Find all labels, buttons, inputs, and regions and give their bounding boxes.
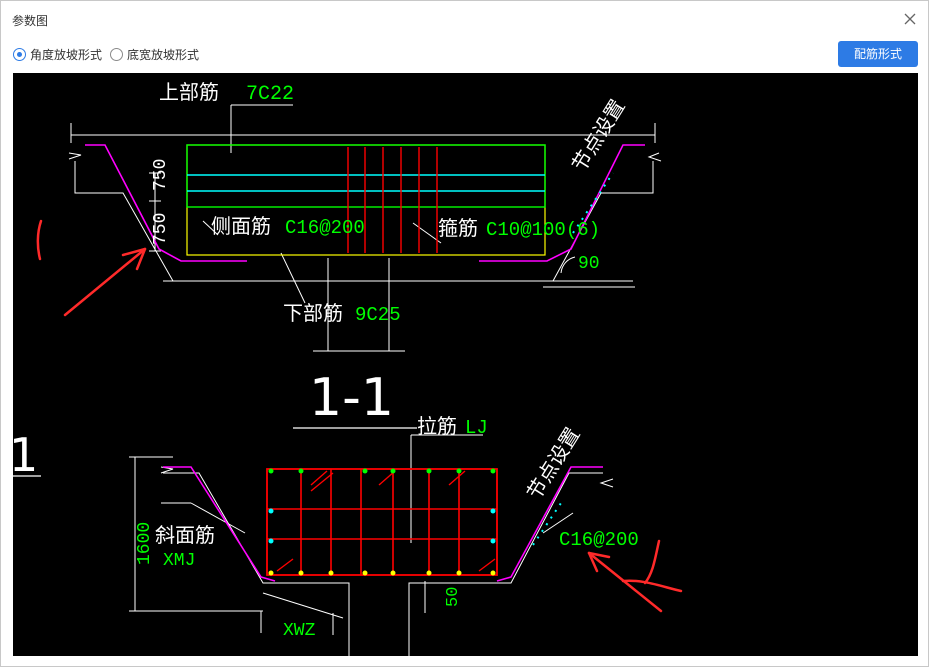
break-mark-br — [599, 478, 614, 488]
bottom-rebar-label: 下部筋 — [283, 301, 343, 325]
slope-rebar-left — [85, 144, 247, 262]
top-rebar-label: 上部筋 — [159, 80, 219, 104]
radio-angle-slope[interactable]: 角度放坡形式 — [13, 46, 102, 63]
rebar-dot — [362, 570, 368, 576]
cage-top-green — [186, 144, 546, 208]
xwz-dim-line — [262, 592, 344, 619]
rebar-dot — [456, 468, 462, 474]
slope-rebar-bottom-left — [163, 466, 276, 582]
rebar-dot — [362, 468, 368, 474]
annotation-stroke-left — [36, 219, 43, 261]
xwz-label: XWZ — [283, 621, 316, 641]
slope-spacing-value: C16@200 — [559, 529, 639, 551]
node-setting-label-bottom: 节点设置 — [522, 423, 585, 504]
hook-2 — [310, 472, 334, 492]
rebar-dot — [268, 468, 274, 474]
top-rebar-cage — [85, 144, 645, 288]
node-dots-bottom — [532, 502, 562, 546]
annotation-arrow-left-shaft — [63, 247, 147, 317]
rebar-dot — [426, 468, 432, 474]
leader-bottom-rebar — [280, 252, 306, 304]
rebar-dots — [268, 468, 496, 576]
bottom-labels: 拉筋 LJ 节点设置 1600 斜面筋 XMJ C16@200 XWZ 50 — [135, 414, 639, 641]
top-rebar-value: 7C22 — [246, 83, 294, 106]
break-mark-bl — [160, 466, 174, 474]
annotation-arrow-left-head — [121, 247, 147, 271]
slope-rebar-label: 斜面筋 — [155, 523, 215, 547]
annotation-marks — [36, 219, 683, 613]
hook-6 — [478, 558, 496, 572]
stirrup-label: 箍筋 — [438, 216, 478, 240]
close-icon-graphic — [904, 13, 916, 25]
rebar-dot — [426, 570, 432, 576]
angle-90-label: 90 — [578, 254, 600, 274]
slope-rebar-bottom-right — [496, 466, 603, 582]
close-icon[interactable] — [902, 11, 918, 27]
hook-5 — [276, 558, 294, 572]
bottom-cage-outer — [266, 468, 498, 576]
rebar-dot — [390, 570, 396, 576]
stirrup-value: C10@100(6) — [486, 219, 600, 241]
pit-outline-right — [408, 472, 603, 656]
rebar-dot — [268, 538, 274, 544]
top-labels: 上部筋 7C22 节点设置 750 750 侧面筋 C16@200 箍筋 C10… — [151, 80, 630, 326]
break-mark-left — [68, 152, 82, 160]
annotation-arrow-right-head — [587, 551, 611, 573]
rebar-dot — [490, 468, 496, 474]
rebar-dot — [390, 468, 396, 474]
dialog-title: 参数图 — [12, 14, 49, 28]
hook-4 — [448, 470, 466, 486]
bottom-section-structure — [129, 434, 614, 656]
cad-drawing: 上部筋 7C22 节点设置 750 750 侧面筋 C16@200 箍筋 C10… — [13, 80, 683, 656]
leader-side-rebar — [202, 220, 219, 236]
parameter-drawing-canvas: 上部筋 7C22 节点设置 750 750 侧面筋 C16@200 箍筋 C10… — [13, 73, 918, 656]
angle-arc — [560, 256, 576, 274]
rebar-dot — [456, 570, 462, 576]
rebar-dot — [268, 508, 274, 514]
rebar-dot — [298, 468, 304, 474]
bottom-rebar-value: 9C25 — [355, 304, 401, 326]
slope-rebar-right — [479, 144, 645, 262]
slope-rebar-value: XMJ — [163, 551, 195, 571]
rebar-dot — [298, 570, 304, 576]
leader-slope-spacing — [542, 512, 574, 534]
rebar-form-button[interactable]: 配筋形式 — [838, 41, 918, 67]
side-rebar-value: C16@200 — [285, 217, 365, 239]
top-section-structure — [68, 104, 662, 352]
tie-bar-value: LJ — [465, 417, 488, 439]
radio-button-unchecked[interactable] — [110, 47, 124, 61]
radio-width-slope[interactable]: 底宽放坡形式 — [110, 46, 199, 63]
section-title-group: 1-1 1 — [13, 368, 417, 482]
rebar-dot — [268, 570, 274, 576]
rebar-dot — [328, 570, 334, 576]
section-edge-mark: 1 — [13, 428, 38, 482]
hook-1 — [310, 470, 328, 486]
tie-bar-label: 拉筋 — [417, 414, 457, 438]
dim-750-lower: 750 — [151, 213, 171, 245]
break-mark-right — [647, 152, 662, 162]
slope-form-options: 角度放坡形式 底宽放坡形式 — [13, 45, 207, 63]
radio-button-checked[interactable] — [13, 47, 26, 61]
pit-outline-left — [163, 472, 350, 656]
rebar-dot — [490, 538, 496, 544]
leader-slope-rebar-2 — [190, 502, 246, 534]
dim-750-upper: 750 — [151, 159, 171, 191]
radio-angle-slope-label: 角度放坡形式 — [30, 47, 103, 62]
dim-50-label: 50 — [444, 587, 463, 607]
side-rebar-label: 侧面筋 — [211, 214, 271, 238]
annotation-stroke-right — [643, 539, 661, 585]
bottom-rebar-cage — [163, 466, 603, 582]
section-title: 1-1 — [309, 368, 394, 428]
dim-1600-label: 1600 — [135, 522, 155, 565]
rebar-dot — [490, 508, 496, 514]
dialog-titlebar: 参数图 — [1, 1, 928, 37]
rebar-dot — [490, 570, 496, 576]
radio-width-slope-label: 底宽放坡形式 — [127, 47, 200, 62]
annotation-curve-right — [621, 579, 683, 593]
